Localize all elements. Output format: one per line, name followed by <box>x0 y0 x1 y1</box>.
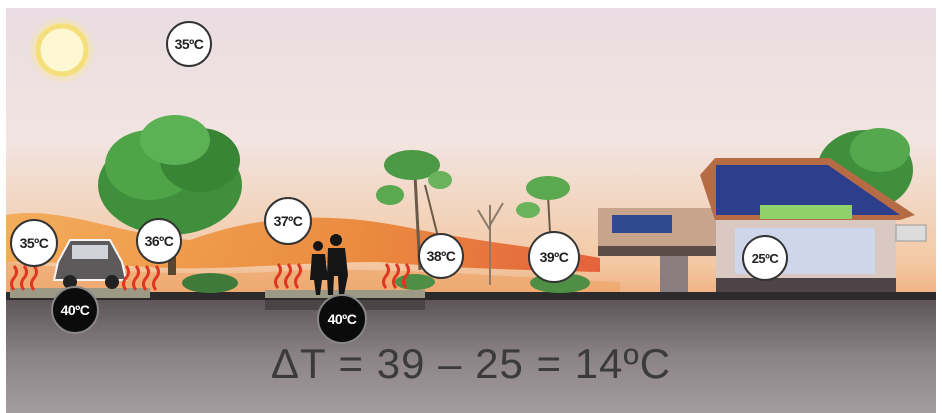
sun-icon <box>28 16 96 84</box>
pedestrian-air-temperature-badge: 37ºC <box>264 197 312 245</box>
heat-waves-icon <box>10 263 410 291</box>
house-temperature-badge: 25ºC <box>742 235 788 281</box>
tree-temperature-badge: 36ºC <box>136 218 182 264</box>
solar-panel-icon <box>716 165 900 215</box>
roadside-temperature-badge: 35ºC <box>10 219 58 267</box>
car-pavement-temperature-badge: 40ºC <box>51 286 99 334</box>
shrubs-temperature-badge: 38ºC <box>418 233 464 279</box>
pedestrians-icon <box>310 234 348 295</box>
car-icon <box>52 239 128 289</box>
tree-icon <box>98 115 242 275</box>
sky-temperature-badge: 35ºC <box>166 21 212 67</box>
walkway-pavement-temperature-badge: 40ºC <box>317 294 367 344</box>
tree-icon <box>477 202 504 285</box>
garden-temperature-badge: 39ºC <box>528 231 580 283</box>
temperature-difference-equation: ΔT = 39 – 25 = 14ºC <box>270 340 672 387</box>
